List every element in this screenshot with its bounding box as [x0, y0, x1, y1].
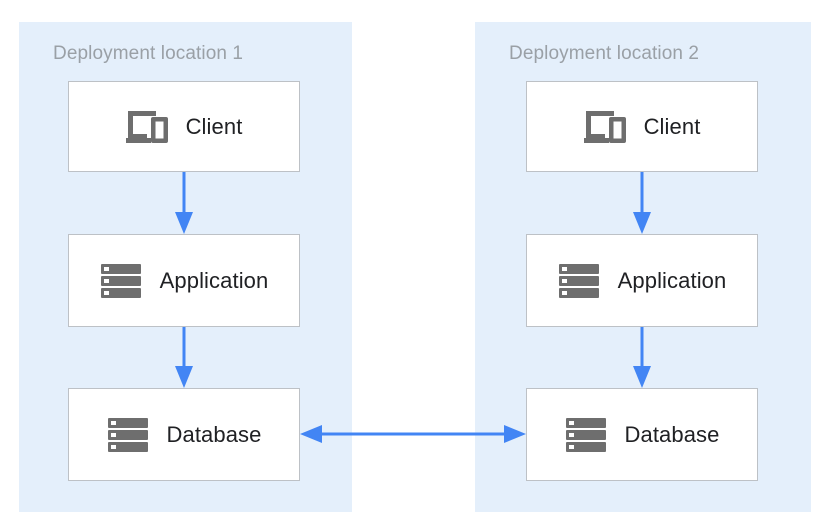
- region-1-label: Deployment location 1: [53, 43, 244, 64]
- server-icon: [565, 415, 609, 455]
- node-region2-application[interactable]: Application: [526, 234, 758, 327]
- node-label: Application: [617, 267, 727, 293]
- node-label: Database: [166, 421, 262, 447]
- server-icon: [558, 261, 602, 301]
- node-label: Database: [624, 421, 720, 447]
- node-region2-client[interactable]: Client: [526, 81, 758, 172]
- node-region1-client[interactable]: Client: [68, 81, 300, 172]
- node-label: Client: [643, 113, 701, 139]
- server-icon: [100, 261, 144, 301]
- node-label: Application: [159, 267, 269, 293]
- region-2-label: Deployment location 2: [509, 43, 700, 64]
- node-region1-database[interactable]: Database: [68, 388, 300, 481]
- devices-icon: [583, 107, 628, 147]
- node-region1-application[interactable]: Application: [68, 234, 300, 327]
- node-label: Client: [185, 113, 243, 139]
- devices-icon: [125, 107, 170, 147]
- server-icon: [107, 415, 151, 455]
- node-region2-database[interactable]: Database: [526, 388, 758, 481]
